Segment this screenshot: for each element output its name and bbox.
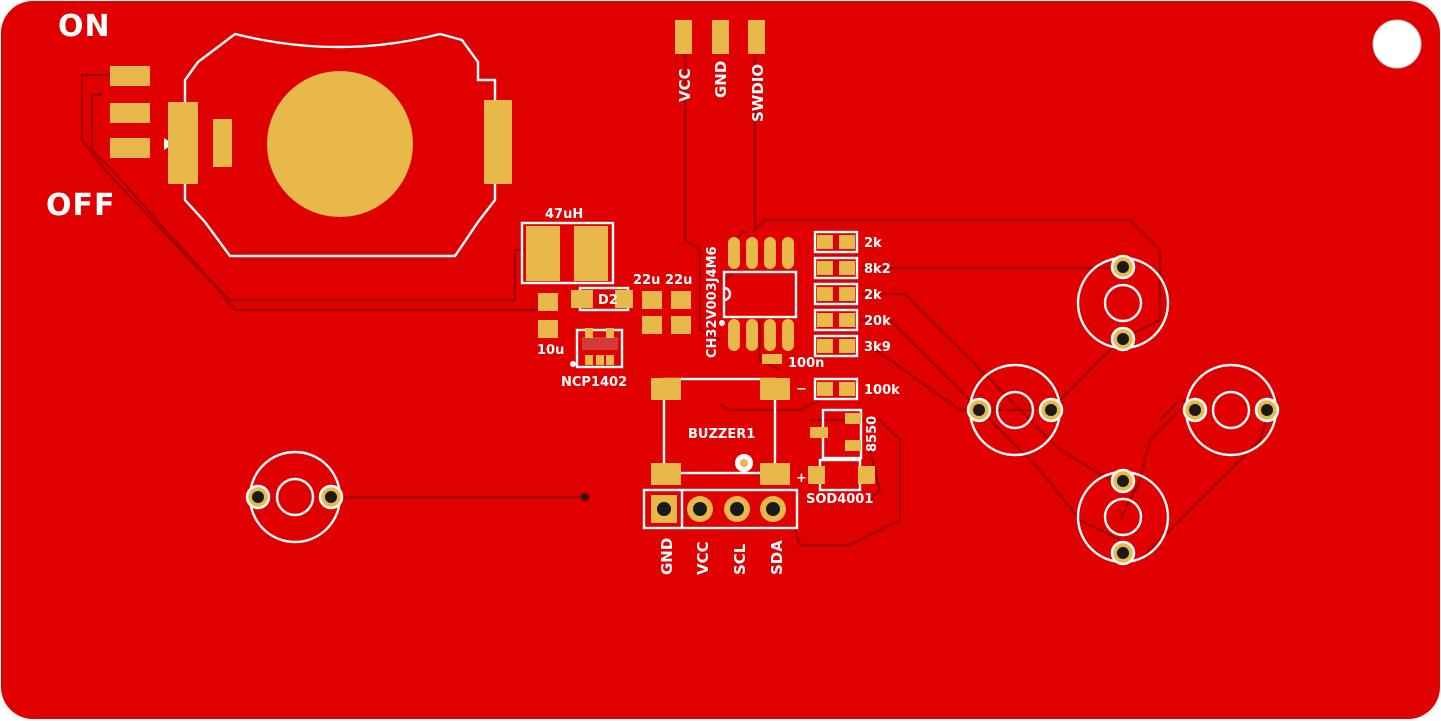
sod4001-label: SOD4001: [806, 492, 873, 507]
inductor-pad-1: [526, 226, 560, 281]
switch-pad-3: [110, 138, 150, 158]
resistor-20k: 20k: [813, 308, 891, 332]
regulator-pin1-dot: [570, 361, 576, 367]
regulator-label: NCP1402: [561, 375, 627, 390]
inductor-l1: 47uH: [520, 207, 615, 285]
led-footprint-top: [1076, 254, 1170, 352]
buzzer-pad-4: [760, 463, 790, 485]
led-footprint-right-mid: [1182, 363, 1280, 457]
cap-22u-a-label: 22u: [633, 273, 660, 288]
prog-pad-vcc: [675, 20, 692, 54]
cap-10u-pad-2: [538, 320, 558, 338]
cap-10u-pad-1: [538, 293, 558, 311]
prog-label-vcc: VCC: [676, 68, 694, 102]
r-2k-a-label: 2k: [864, 236, 882, 251]
resistor-2k-b: 2k: [813, 282, 882, 306]
led-footprint-left: [245, 450, 590, 544]
battery-pad-left-inner: [213, 119, 232, 167]
mcu-ch32v003: CH32V003J4M6: [705, 237, 798, 358]
battery-pad-right: [484, 100, 512, 184]
r-3k9-label: 3k9: [864, 340, 891, 355]
buzzer: BUZZER1 − +: [651, 377, 807, 486]
battery-center-pad: [267, 71, 413, 217]
cap-10u-label: 10u: [537, 343, 564, 358]
buzzer-pad-1: [651, 378, 681, 400]
cap-100n-label: 100n: [788, 356, 824, 371]
led-footprint-bottom: [1076, 468, 1170, 566]
r-100k-label: 100k: [864, 383, 900, 398]
led-footprint-left-mid: [966, 363, 1064, 457]
resistor-100k: 100k: [813, 377, 900, 401]
transistor-8550: 8550: [810, 408, 880, 460]
mounting-hole: [1372, 19, 1422, 69]
resistor-3k9: 3k9: [813, 334, 891, 358]
programming-header: VCC GND SWDIO: [675, 20, 767, 122]
d2-pad-1: [571, 290, 593, 308]
prog-label-gnd: GND: [712, 61, 730, 98]
slide-switch: ON OFF: [46, 9, 173, 223]
i2c-label-gnd: GND: [658, 538, 676, 575]
inductor-pad-2: [574, 226, 608, 281]
regulator-ncp1402: NCP1402: [561, 328, 627, 390]
resistor-2k-a: 2k: [813, 230, 882, 254]
d2-pad-2: [615, 290, 633, 308]
capacitor-22u-b: 22u: [665, 273, 692, 334]
i2c-header: GND VCC SCL SDA: [642, 488, 799, 575]
buzzer-pad-3: [651, 463, 681, 485]
via: [580, 492, 590, 502]
capacitor-100n: 100n: [762, 354, 824, 371]
r-8k2-label: 8k2: [864, 262, 891, 277]
diode-d2: D2: [571, 286, 633, 312]
buzzer-minus-sign: −: [796, 382, 807, 397]
inductor-value: 47uH: [545, 207, 583, 222]
mcu-label: CH32V003J4M6: [705, 246, 720, 358]
switch-off-label: OFF: [46, 188, 116, 223]
d2-label: D2: [598, 293, 618, 308]
prog-label-swdio: SWDIO: [749, 64, 767, 122]
resistor-8k2: 8k2: [813, 256, 891, 280]
prog-pad-swdio: [748, 20, 765, 54]
switch-on-label: ON: [58, 9, 111, 44]
battery-pad-left: [168, 102, 198, 184]
prog-pad-gnd: [712, 20, 729, 54]
regulator-body: [582, 337, 618, 350]
i2c-label-vcc: VCC: [694, 541, 712, 575]
buzzer-pad-2: [760, 378, 790, 400]
switch-pad-1: [110, 66, 150, 86]
i2c-label-sda: SDA: [768, 540, 786, 575]
buzzer-label: BUZZER1: [688, 427, 755, 442]
mcu-pin1-dot: [719, 320, 725, 326]
transistor-label: 8550: [865, 416, 880, 452]
r-20k-label: 20k: [864, 314, 891, 329]
r-2k-b-label: 2k: [864, 288, 882, 303]
diode-sod4001: SOD4001: [806, 458, 875, 507]
capacitor-10u: 10u: [537, 293, 564, 358]
cap-22u-b-label: 22u: [665, 273, 692, 288]
i2c-label-scl: SCL: [731, 543, 749, 575]
capacitor-22u-a: 22u: [633, 273, 662, 334]
switch-pad-2: [110, 103, 150, 123]
buzzer-plus-sign: +: [796, 471, 807, 486]
coin-cell-holder: [168, 32, 512, 258]
